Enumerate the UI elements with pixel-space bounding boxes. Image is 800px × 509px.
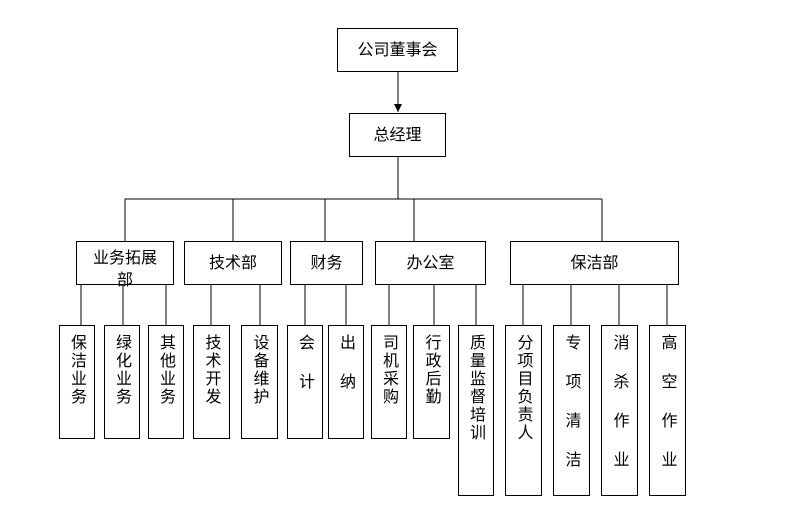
dept-label: 保洁部 (570, 253, 619, 273)
child-label: 技术开发 (202, 334, 222, 406)
child-node: 技术开发 (193, 325, 230, 439)
dept-node-office: 办公室 (375, 241, 486, 285)
child-node: 会 计 (287, 325, 323, 439)
dept-label: 技术部 (208, 253, 257, 273)
dept-node-tech: 技术部 (184, 241, 282, 285)
board-label: 公司董事会 (357, 40, 438, 60)
dept-node-business: 业务拓展 部 (76, 241, 174, 289)
child-label: 高 空 作 业 (658, 334, 678, 469)
child-node: 绿化业务 (104, 325, 140, 439)
child-label: 绿化业务 (113, 334, 132, 406)
child-label: 设备维护 (250, 334, 270, 406)
child-node: 其他业务 (148, 325, 184, 439)
child-label: 分项目负责人 (514, 334, 534, 442)
board-node: 公司董事会 (337, 28, 458, 72)
child-node: 出 纳 (328, 325, 364, 439)
dept-node-cleaning: 保洁部 (510, 241, 679, 285)
child-label: 质量监督培训 (467, 334, 486, 442)
child-label: 专 项 清 洁 (562, 334, 582, 469)
child-node: 保洁业务 (59, 325, 95, 439)
gm-label: 总经理 (373, 125, 422, 145)
child-label: 消 杀 作 业 (610, 334, 630, 469)
child-label: 行政后勤 (422, 334, 442, 406)
child-node: 司机采购 (371, 325, 407, 439)
dept-label: 财务 (310, 253, 343, 273)
child-node: 专 项 清 洁 (553, 325, 590, 496)
child-node: 设备维护 (241, 325, 278, 439)
child-label: 出 纳 (337, 334, 356, 391)
dept-sublabel: 部 (117, 270, 134, 289)
child-node: 消 杀 作 业 (601, 325, 638, 496)
child-label: 保洁业务 (68, 334, 87, 406)
dept-node-finance: 财务 (290, 241, 363, 285)
child-node: 行政后勤 (413, 325, 450, 439)
child-node: 高 空 作 业 (649, 325, 686, 496)
gm-node: 总经理 (349, 113, 446, 157)
dept-label: 业务拓展 (92, 248, 157, 268)
child-label: 其他业务 (157, 334, 176, 406)
dept-label: 办公室 (406, 253, 455, 273)
child-node: 分项目负责人 (505, 325, 542, 496)
child-label: 司机采购 (380, 334, 399, 406)
child-label: 会 计 (296, 334, 315, 391)
child-node: 质量监督培训 (458, 325, 494, 496)
